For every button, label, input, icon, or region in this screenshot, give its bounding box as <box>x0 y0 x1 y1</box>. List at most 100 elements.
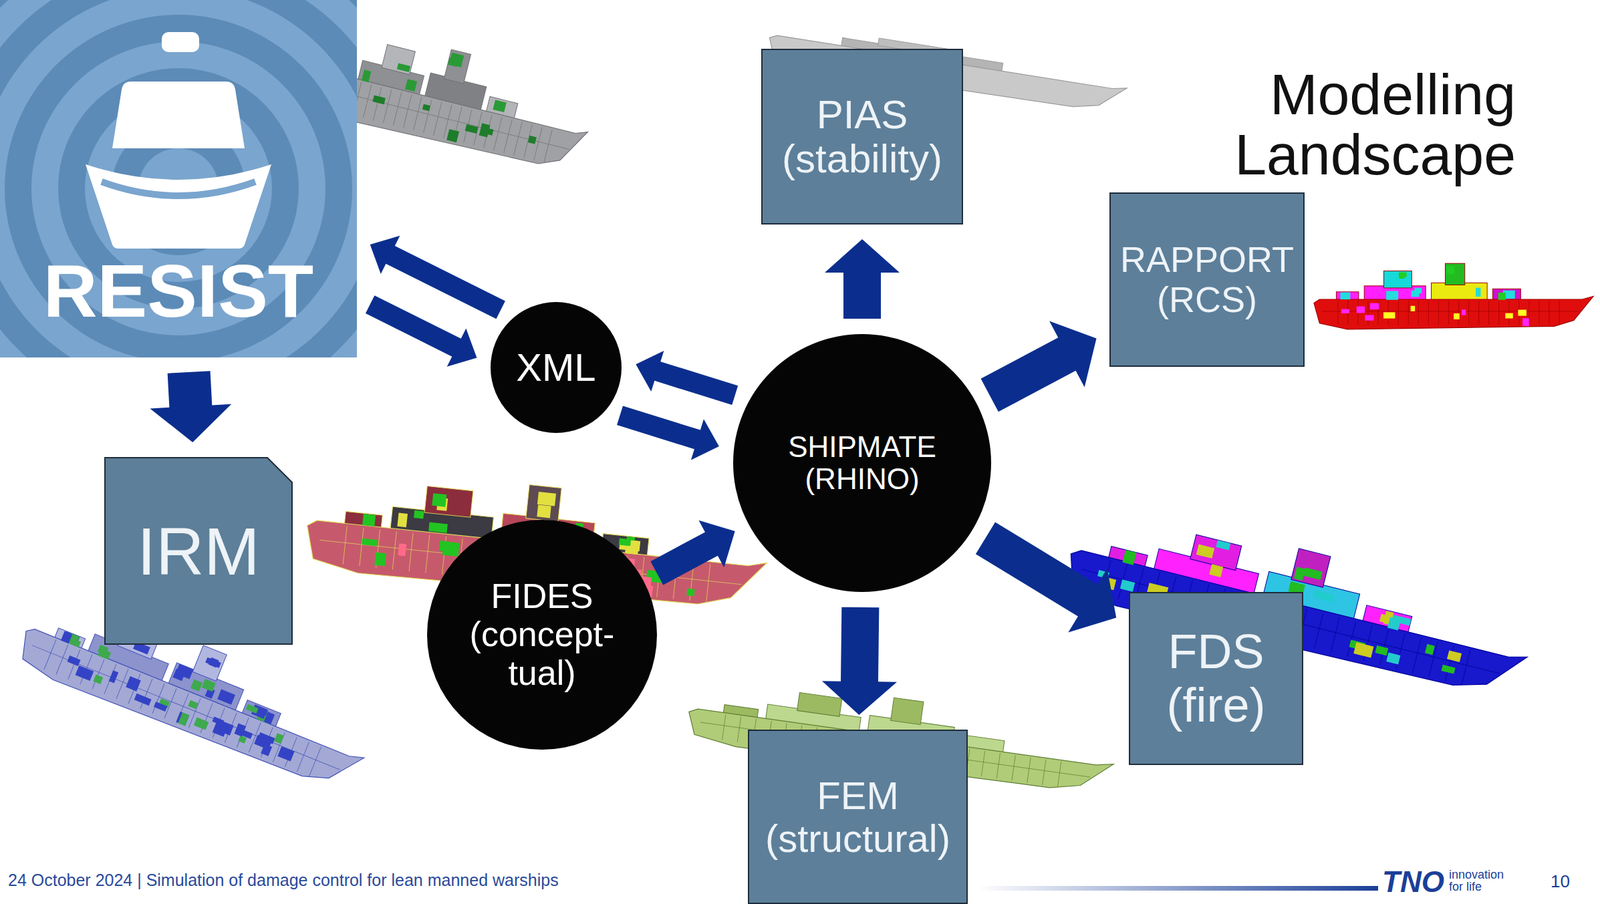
hub-circle: SHIPMATE(RHINO) <box>732 333 992 593</box>
tool-box: FDS(fire) <box>1128 592 1304 766</box>
compartment-patch <box>1209 564 1224 578</box>
ring <box>0 0 357 358</box>
compartment-patch <box>1424 644 1435 655</box>
format-circle: XML <box>489 301 623 434</box>
compartment-patch <box>374 552 387 567</box>
frame-line <box>296 742 309 773</box>
compartment-patch <box>1120 579 1135 593</box>
superstructure <box>1431 282 1488 302</box>
compartment-patch <box>1383 312 1395 319</box>
circle-fill <box>490 302 622 434</box>
frame-line <box>1337 300 1339 325</box>
superstructure <box>1291 548 1331 588</box>
block-arrow <box>824 239 900 319</box>
compartment-patch <box>263 711 275 725</box>
compartment-patch <box>1441 664 1456 675</box>
frame-line <box>1538 300 1540 325</box>
ship-model <box>1313 263 1594 330</box>
compartment-patch <box>1303 567 1323 581</box>
frame-line <box>1498 300 1500 325</box>
compartment-patch <box>208 657 220 668</box>
compartment-patch <box>362 513 376 527</box>
compartment-patch <box>201 679 216 692</box>
superstructure <box>1444 263 1465 285</box>
footer-rule <box>977 886 1379 891</box>
frame-line <box>92 659 105 690</box>
compartment-patch <box>108 670 119 684</box>
frame-line <box>544 129 553 164</box>
compartment-patch <box>75 665 95 682</box>
frame-line <box>1488 300 1490 325</box>
footer-text: 24 October 2024 | Simulation of damage c… <box>8 870 559 891</box>
frame-line <box>513 122 522 156</box>
compartment-patch <box>1313 590 1335 603</box>
block-arrow <box>149 370 232 443</box>
ring <box>0 0 357 358</box>
title-holder: Modelling Landscape <box>1208 64 1516 186</box>
compartment-patch <box>422 104 431 112</box>
compartment-patch <box>492 99 506 113</box>
circle-fill <box>733 334 992 593</box>
compartment-patch <box>397 543 407 557</box>
frame-line <box>362 84 371 119</box>
frame-line <box>721 714 726 740</box>
compartment-patch <box>1386 291 1399 301</box>
frame-line <box>393 92 402 126</box>
compartment-patch <box>372 95 385 105</box>
label-holder: innovation for life <box>1448 868 1516 893</box>
compartment-patch <box>1414 288 1423 294</box>
superstructure <box>525 484 562 522</box>
block-arrow <box>616 405 720 460</box>
tool-name: XML <box>515 346 596 389</box>
frame-line <box>409 533 414 572</box>
ring <box>0 0 357 358</box>
compartment-patch <box>245 704 259 714</box>
block-arrow <box>975 521 1117 633</box>
tool-role: (concept- tual) <box>458 615 626 692</box>
ring <box>0 0 357 358</box>
frame-line <box>1461 649 1471 686</box>
label-holder: TNO <box>1382 864 1445 901</box>
frame-line <box>1027 757 1031 784</box>
ring <box>0 0 357 358</box>
block-arrow <box>365 295 477 367</box>
superstructure <box>797 693 843 718</box>
frame-line <box>342 525 347 565</box>
tool-box: PIAS(stability) <box>761 48 964 225</box>
compartment-patch <box>1498 292 1506 301</box>
compartment-patch <box>1398 272 1407 279</box>
tool-box: FEM(structural) <box>747 729 968 904</box>
compartment-patch <box>277 746 295 762</box>
logo-tile: RESIST <box>0 0 357 358</box>
frame-line <box>1508 300 1510 325</box>
ring <box>0 0 357 358</box>
compartment-patch <box>175 711 190 726</box>
compartment-patch <box>361 69 371 83</box>
compartment-patch <box>193 717 209 731</box>
compartment-patch <box>1517 310 1526 317</box>
ring <box>0 0 357 358</box>
circle-fill <box>427 519 657 750</box>
frame-line <box>382 89 391 123</box>
compartment-patch <box>1475 288 1481 297</box>
ring <box>0 0 357 358</box>
superstructure <box>1190 534 1242 571</box>
ring <box>4 14 353 358</box>
superstructure <box>890 697 924 725</box>
box-outline <box>104 457 293 645</box>
compartment-patch <box>67 655 81 667</box>
compartment-patch <box>257 732 276 745</box>
frame-line <box>1057 761 1061 788</box>
ring <box>0 0 357 358</box>
compartment-patch <box>396 62 411 73</box>
compartment-patch <box>618 538 631 547</box>
frame-line <box>413 96 422 131</box>
compartment-patch <box>97 644 109 656</box>
compartment-patch <box>428 522 448 534</box>
frame-line <box>433 102 442 136</box>
frame-line <box>1478 300 1480 325</box>
frame-line <box>1548 300 1550 325</box>
compartment-patch <box>1215 540 1231 551</box>
label-holder: 10 <box>1550 871 1570 893</box>
compartment-patch <box>1340 292 1351 301</box>
